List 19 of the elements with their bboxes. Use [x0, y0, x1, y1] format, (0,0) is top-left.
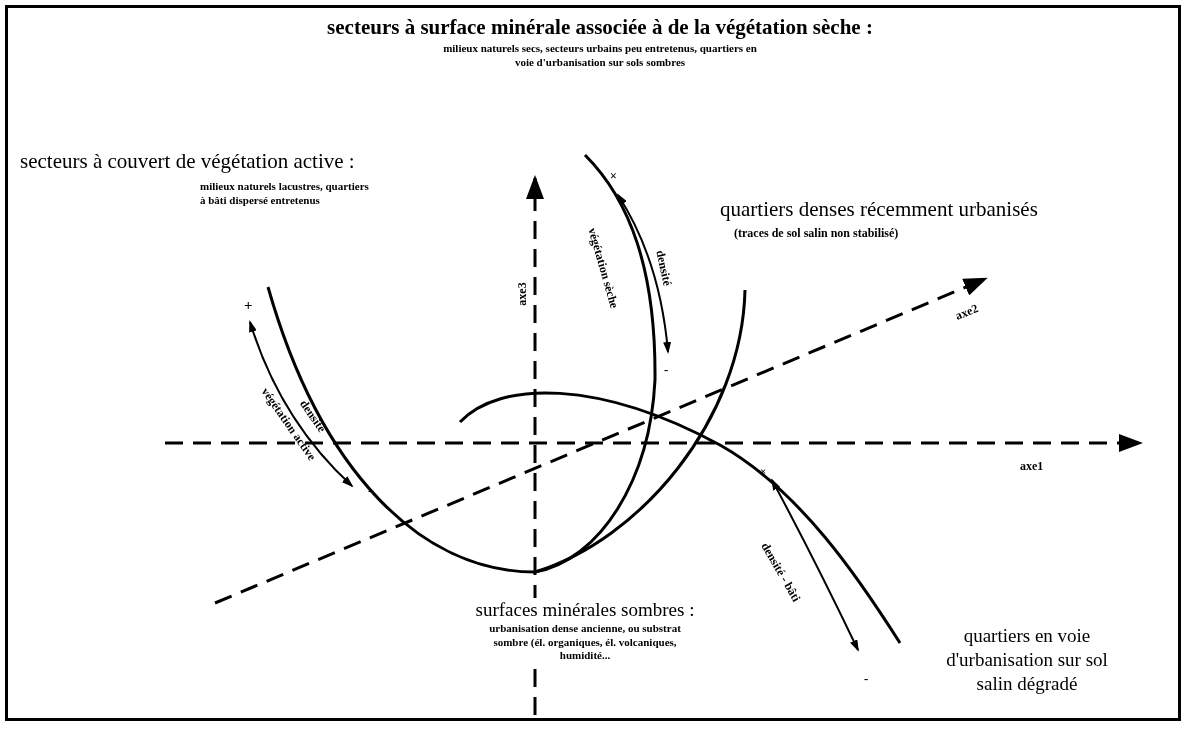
axis-label: axe2 — [953, 302, 980, 322]
annotation: - — [664, 363, 669, 376]
heading: secteurs à surface minérale associée à de la végétation sèche : — [327, 14, 873, 41]
heading: quartiers denses récemment urbanisés — [720, 196, 1038, 223]
annotation: végétation sèche — [586, 226, 621, 310]
axis-label: axe1 — [1020, 460, 1044, 472]
annotation: - — [368, 484, 373, 497]
heading: quartiers en voie d'urbanisation sur sol salin dégradé — [945, 624, 1109, 696]
annotation: - — [864, 672, 869, 685]
annotation: + — [244, 298, 253, 313]
description: milieux naturels lacustres, quartiers à bâti dispersé entretenus — [200, 180, 370, 208]
axis-label: axe3 — [515, 282, 528, 306]
annotation: × — [610, 170, 617, 182]
heading: surfaces minérales sombres : — [475, 598, 695, 622]
annotation: × — [760, 466, 767, 477]
heading: secteurs à couvert de végétation active : — [20, 148, 355, 175]
description: milieux naturels secs, secteurs urbains peu entretenus, quartiers en voie d'urbanisation sur sols sombres — [442, 42, 758, 70]
annotation: densité — [654, 249, 674, 287]
description: (traces de sol salin non stabilisé) — [734, 226, 899, 242]
